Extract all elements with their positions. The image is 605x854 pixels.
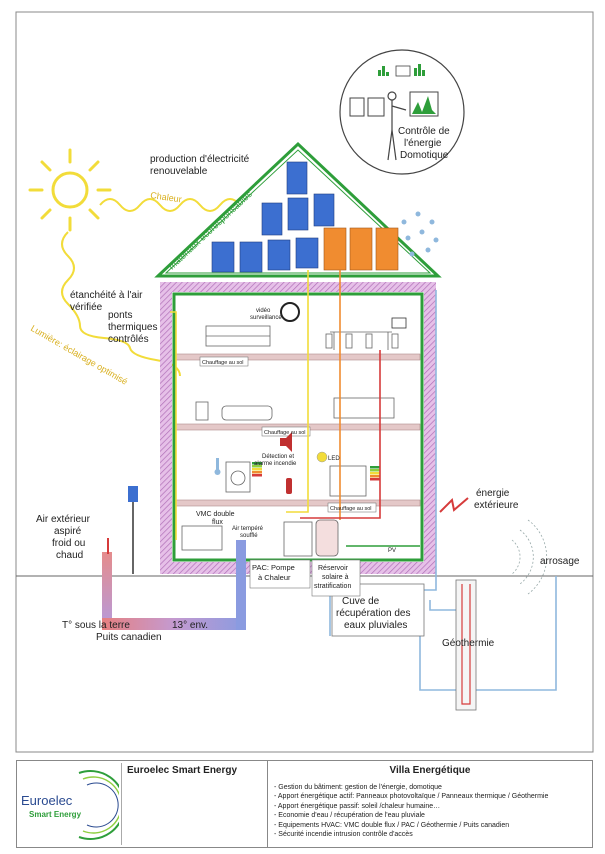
- list-item: - Apport énergétique actif: Panneaux pho…: [274, 793, 549, 801]
- list-item: - Gestion du bâtiment: gestion de l'éner…: [274, 784, 442, 791]
- alarm-speaker-icon: [280, 432, 292, 452]
- villa-energetique-diagram: production d'électricité renouvelable Ch…: [15, 11, 594, 753]
- list-item: - Economie d'eau / récupération de l'eau…: [274, 812, 425, 820]
- camera-icon: [280, 302, 300, 322]
- label-pac: PAC: Pompe à Chaleur: [252, 563, 297, 582]
- label-energie: énergie extérieure: [474, 488, 519, 511]
- label-led: LED: [328, 456, 340, 462]
- domotique-bubble: [339, 49, 465, 175]
- label-etancheite: étanchéité à l'air vérifiée: [70, 290, 145, 313]
- label-pv: PV: [388, 548, 396, 554]
- label-vmc: VMC double flux: [196, 511, 236, 526]
- label-reservoir: Réservoir solaire à stratification: [314, 565, 351, 590]
- company-name: Euroelec Smart Energy: [127, 765, 238, 776]
- footer-title: Villa Energétique: [389, 765, 471, 776]
- pipes-in-house: [170, 270, 420, 547]
- feature-list: - Gestion du bâtiment: gestion de l'éner…: [274, 783, 548, 839]
- domotic-screen-icon: [391, 317, 407, 329]
- list-item: - Sécurité incendie intrusion contrôle d…: [274, 831, 413, 839]
- company-logo: Euroelec Smart Energy: [19, 763, 126, 845]
- weather-station-icon: [128, 486, 138, 574]
- furniture: [181, 325, 399, 557]
- thermal-panels: [323, 227, 399, 271]
- list-item: - Apport énergétique passif: soleil /cha…: [274, 802, 441, 810]
- thermometer-icon: [214, 458, 221, 475]
- label-geothermie: Géothermie: [442, 638, 495, 649]
- rain-drops-icon: [401, 211, 439, 257]
- solar-panels: [211, 161, 335, 273]
- label-detection: Détection et alarme incendie: [254, 454, 297, 467]
- label-chauffage-2: Chauffage au sol: [264, 430, 306, 436]
- label-t-sous-terre: T° sous la terre: [62, 620, 130, 631]
- label-arrosage: arrosage: [540, 556, 580, 567]
- puits-canadien-pipe: [102, 538, 246, 630]
- lightning-icon: [439, 497, 469, 513]
- label-ponts: ponts thermiques contrôlés: [108, 310, 160, 345]
- svg-text:Smart Energy: Smart Energy: [29, 810, 82, 819]
- reservoir-box: [311, 559, 361, 597]
- label-13-env: 13° env.: [172, 620, 208, 631]
- list-item: - Equipements HVAC: VMC double flux / PA…: [274, 821, 510, 829]
- chaleur-wave: [99, 198, 261, 212]
- svg-text:Euroelec: Euroelec: [21, 793, 73, 808]
- label-video: vidéo surveillance: [250, 308, 282, 321]
- page-frame: [15, 11, 594, 753]
- chauffage-tags: [199, 356, 377, 513]
- label-cuve: Cuve de récupération des eaux pluviales: [336, 596, 413, 631]
- label-chaleur: Chaleur: [150, 190, 183, 204]
- lumiere-wave: [61, 231, 181, 377]
- label-chauffage-1: Chauffage au sol: [202, 360, 244, 366]
- geothermie-probe: [455, 579, 477, 711]
- label-air-exterieur: Air extérieur aspiré froid ou chaud: [36, 514, 93, 561]
- arrosage-sprinkler-icon: [511, 519, 548, 595]
- extinguisher-icon: [286, 478, 292, 494]
- led-bulb-icon: [316, 451, 328, 463]
- pac-box: [249, 559, 311, 589]
- footer-cartouche: Euroelec Smart Energy Euroelec Smart Ene…: [16, 760, 593, 848]
- label-controle: Contrôle de l'énergie Domotique: [398, 126, 452, 161]
- sun-icon: [28, 148, 112, 232]
- footer-right: Villa Energétique - Gestion du bâtiment:…: [268, 761, 592, 847]
- footer-left: Euroelec Smart Energy Euroelec Smart Ene…: [17, 761, 268, 847]
- label-air-tempere: Air tempéré soufflé: [232, 526, 265, 539]
- logo-arcs-icon: Euroelec Smart Energy: [21, 770, 126, 840]
- label-production: production d'électricité renouvelable: [150, 154, 252, 177]
- label-chauffage-3: Chauffage au sol: [330, 506, 372, 512]
- energy-label-icons: [252, 462, 380, 481]
- label-puits: Puits canadien: [96, 632, 162, 643]
